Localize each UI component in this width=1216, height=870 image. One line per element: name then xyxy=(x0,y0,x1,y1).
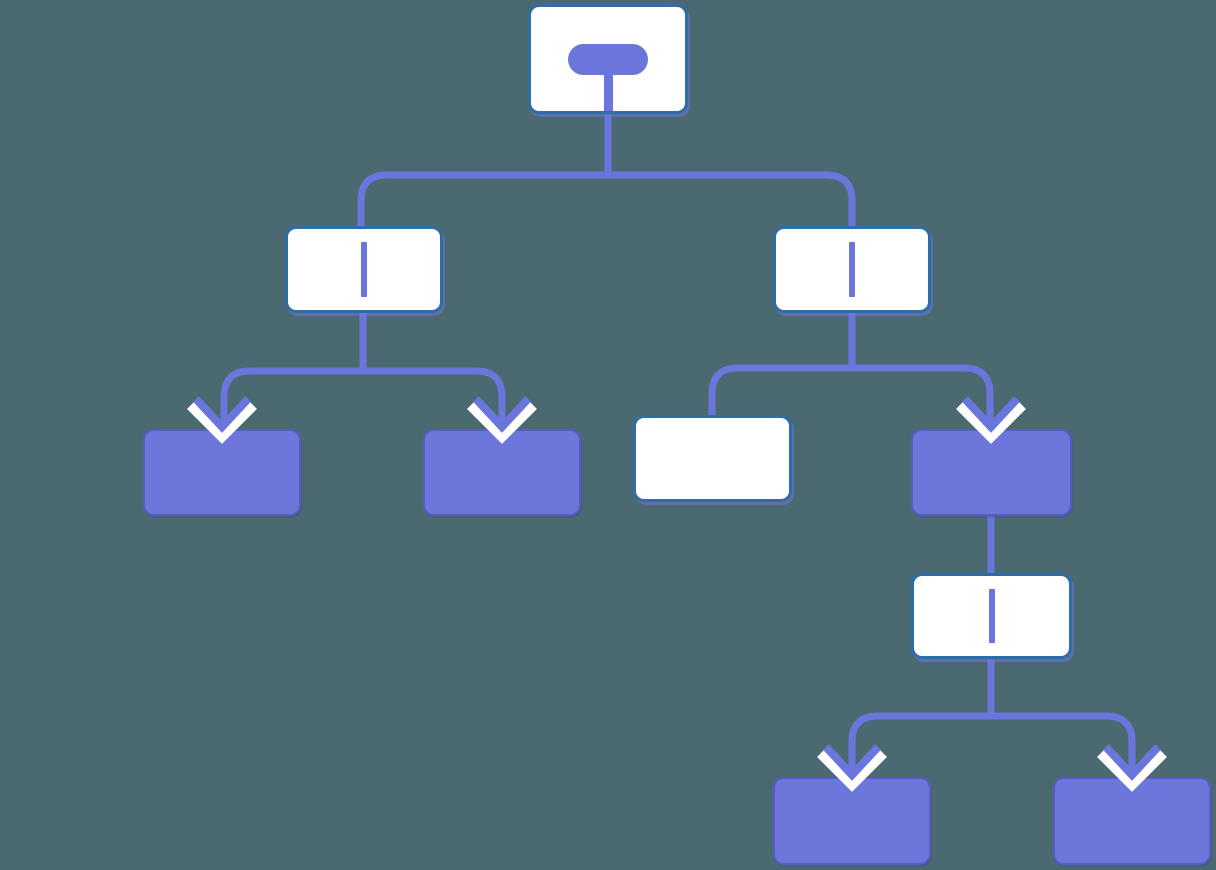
vertical-bar-icon xyxy=(849,242,855,297)
node-step-right[interactable] xyxy=(911,429,1072,516)
edge-left-split xyxy=(220,367,506,423)
vertical-bar-icon xyxy=(988,589,995,643)
node-leaf-1[interactable] xyxy=(143,429,301,516)
pill-stem-icon xyxy=(603,67,613,111)
node-branch-bottom[interactable] xyxy=(911,573,1072,659)
node-leaf-3[interactable] xyxy=(633,415,792,502)
node-leaf-4[interactable] xyxy=(773,777,931,865)
node-leaf-5[interactable] xyxy=(1053,777,1211,865)
node-root[interactable] xyxy=(528,4,688,114)
edge-top-split xyxy=(357,171,856,234)
vertical-bar-icon xyxy=(361,242,367,297)
edge-bottom-split xyxy=(848,712,1136,771)
node-leaf-2[interactable] xyxy=(423,429,581,516)
node-branch-left[interactable] xyxy=(285,226,443,313)
node-branch-right[interactable] xyxy=(773,226,931,313)
